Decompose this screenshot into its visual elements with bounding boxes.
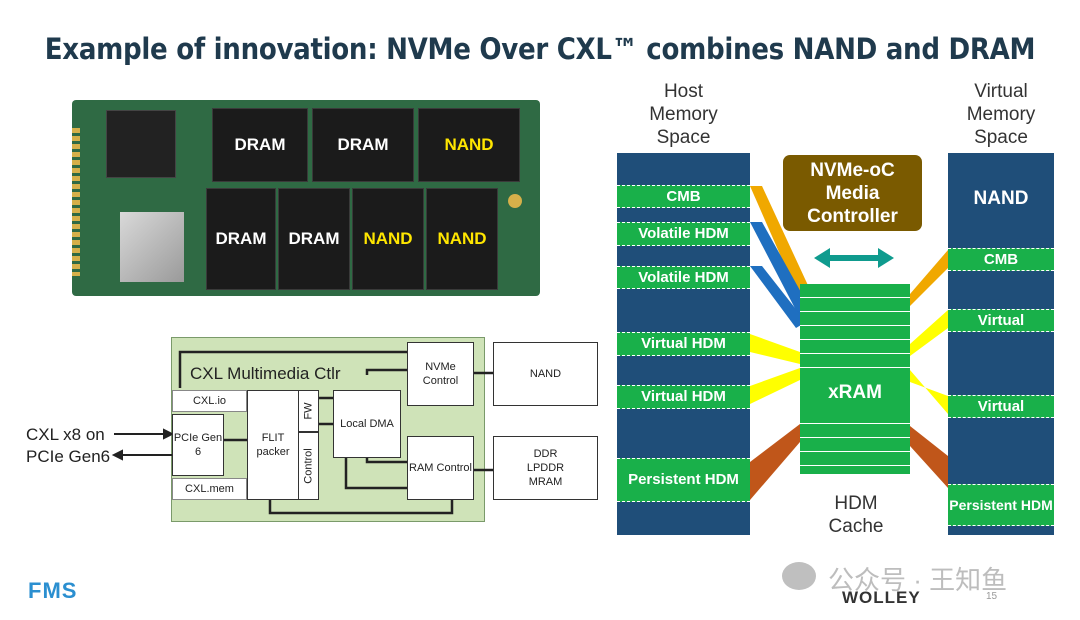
watermark-text: 公众号 · 王知鱼 [828, 565, 1008, 595]
dram-block: DDR LPDDR MRAM [493, 436, 598, 500]
host-memory-header: Host Memory Space [617, 80, 750, 149]
cxl-link-line2: PCIe Gen6 [26, 447, 111, 466]
virtual-header-line: Space [974, 127, 1028, 148]
mounting-hole [508, 194, 522, 208]
fw-block: FW [298, 390, 319, 432]
chip-nand: NAND [418, 108, 520, 182]
ribbon-r-virtual-2 [910, 370, 948, 414]
virtual-nand-label: NAND [973, 188, 1029, 209]
controller-chip [106, 110, 176, 178]
host-bar-virtual-hdm: Virtual HDM [617, 385, 750, 409]
m2-board-photo: DRAM DRAM NAND DRAM DRAM NAND NAND [72, 100, 540, 296]
fms-logo: FMS [28, 578, 78, 603]
virtual-bar-virtual: Virtual [948, 395, 1054, 418]
host-header-line: Memory [649, 104, 718, 125]
nand-block: NAND [493, 342, 598, 406]
nvme-control-block: NVMe Control [407, 342, 474, 406]
flit-packer-block: FLIT packer [247, 390, 299, 500]
host-bar-cmb: CMB [617, 185, 750, 208]
chip-dram: DRAM [278, 188, 350, 290]
ribbon-r-virtual-1 [910, 310, 948, 356]
xram-label: xRAM [800, 370, 910, 416]
controller-title: CXL Multimedia Ctlr [190, 364, 341, 383]
host-header-line: Space [656, 127, 711, 148]
wolley-logo: WOLLEY [842, 588, 921, 607]
host-bar-volatile-hdm: Volatile HDM [617, 222, 750, 246]
pcie-gen-block: PCIe Gen 6 [172, 414, 224, 476]
bidirectional-arrow [814, 248, 894, 268]
ddr-label: DDR [533, 448, 558, 460]
cxl-mem-label: CXL.mem [172, 478, 247, 500]
edge-connector [72, 128, 80, 276]
slide-title: Example of innovation: NVMe Over CXL™ co… [44, 32, 1036, 66]
hdm-cache-line: HDM [834, 493, 878, 514]
hdm-cache-label: HDM Cache [800, 492, 912, 538]
cxl-io-label: CXL.io [172, 390, 247, 412]
local-dma-block: Local DMA [333, 390, 401, 458]
ribbon-virtual-1 [750, 334, 800, 364]
ribbon-cmb [750, 186, 812, 300]
ribbon-volatile-2 [750, 266, 806, 328]
virtual-bar-cmb: CMB [948, 248, 1054, 271]
ribbon-persistent [750, 424, 800, 500]
host-bar-persistent-hdm: Persistent HDM [617, 458, 750, 502]
virtual-bar-persistent-hdm: Persistent HDM [948, 484, 1054, 526]
cxl-link-label: CXL x8 on PCIe Gen6 [26, 424, 110, 468]
host-bar-volatile-hdm: Volatile HDM [617, 266, 750, 289]
chip-dram: DRAM [312, 108, 414, 182]
virtual-memory-column [948, 153, 1054, 535]
host-bar-virtual-hdm: Virtual HDM [617, 332, 750, 356]
virtual-header-line: Virtual [974, 81, 1028, 102]
host-header-line: Host [663, 81, 704, 102]
chip-dram: DRAM [206, 188, 276, 290]
chip-nand: NAND [426, 188, 498, 290]
hdm-cache-line: Cache [828, 516, 884, 537]
nvme-oc-media-controller: NVMe-oC Media Controller [783, 155, 922, 231]
wechat-icon [782, 562, 816, 590]
virtual-bar-virtual: Virtual [948, 309, 1054, 332]
ribbon-virtual-2 [750, 368, 800, 404]
ribbon-r-persistent [910, 426, 948, 488]
ribbon-volatile-1 [750, 222, 812, 318]
chip-nand: NAND [352, 188, 424, 290]
chip-dram: DRAM [212, 108, 308, 182]
ram-control-block: RAM Control [407, 436, 474, 500]
heat-spreader [120, 212, 184, 282]
virtual-header-line: Memory [966, 104, 1036, 125]
control-block: Control [298, 432, 319, 500]
cxl-link-line1: CXL x8 on [26, 425, 105, 444]
mram-label: MRAM [528, 476, 563, 488]
ribbon-r-cmb [910, 250, 948, 306]
virtual-memory-header: Virtual Memory Space [948, 80, 1054, 149]
page-number: 15 [986, 591, 998, 602]
lpddr-label: LPDDR [526, 462, 565, 474]
